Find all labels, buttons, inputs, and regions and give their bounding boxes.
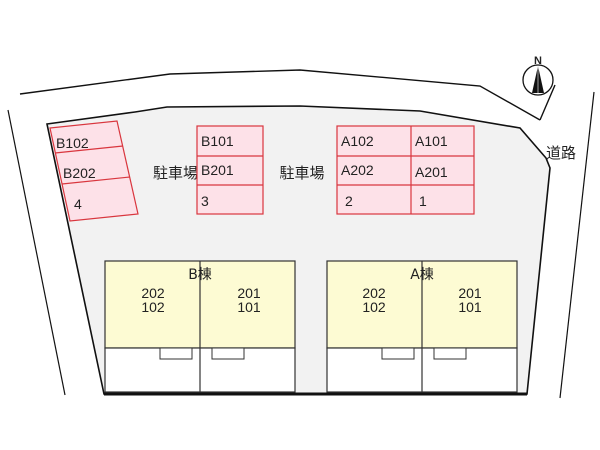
unit-number: 201: [458, 285, 482, 301]
road-edge-top: [19, 69, 541, 121]
building-title: A棟: [410, 267, 434, 283]
road-edge-right: [559, 91, 595, 399]
road-label: 道路: [546, 144, 576, 162]
unit-number: 102: [362, 299, 386, 315]
parking-group-a: [336, 125, 475, 215]
road-edge-left: [7, 109, 66, 396]
unit-number: 202: [362, 285, 386, 301]
building-a: [326, 260, 518, 393]
parking-space-label: 1: [419, 193, 427, 209]
parking-space-label: B101: [201, 133, 234, 149]
north-compass-icon: [522, 64, 554, 96]
building-title: B棟: [188, 267, 212, 283]
unit-number: 102: [141, 299, 165, 315]
parking-space-label: 2: [345, 193, 353, 209]
parking-space-label: B202: [63, 165, 96, 181]
unit-number: 202: [141, 285, 165, 301]
parking-space-label: 4: [74, 196, 82, 212]
parking-space-label: 3: [201, 193, 209, 209]
parking-space-label: A101: [415, 133, 448, 149]
parking-space-label: B201: [201, 162, 234, 178]
unit-number: 201: [237, 285, 261, 301]
compass-north-label: N: [534, 55, 542, 67]
parking-group-b-left: [49, 120, 139, 222]
parking-space-label: A102: [341, 133, 374, 149]
road-edge-corner: [539, 84, 556, 121]
parking-lot-label: 駐車場: [279, 164, 324, 182]
parking-space-label: A201: [415, 164, 448, 180]
parking-group-b-mid: [196, 125, 264, 215]
building-b: [104, 260, 296, 393]
parking-space-label: A202: [341, 162, 374, 178]
parking-space-label: B102: [56, 135, 89, 151]
unit-number: 101: [458, 299, 482, 315]
parking-lot-label: 駐車場: [153, 164, 198, 182]
unit-number: 101: [237, 299, 261, 315]
